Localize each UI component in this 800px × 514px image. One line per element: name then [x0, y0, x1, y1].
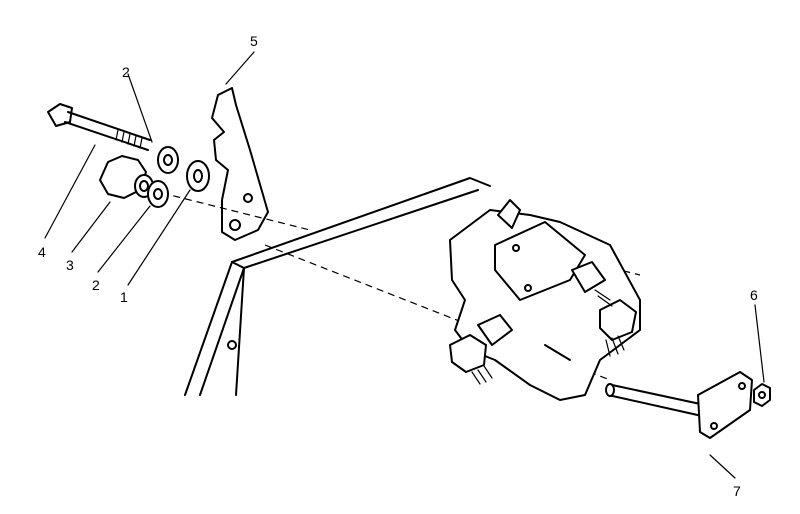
knob-part — [99, 155, 154, 199]
frame-hole — [227, 340, 237, 350]
callout-2-upper: 2 — [122, 64, 130, 80]
callout-4: 4 — [38, 244, 46, 260]
bolt-part — [47, 103, 151, 151]
leader-lines — [44, 51, 765, 479]
callout-3: 3 — [66, 257, 74, 273]
frame-panel — [184, 177, 491, 396]
washer-large — [186, 160, 210, 192]
pin-part — [605, 371, 753, 439]
callout-1: 1 — [120, 289, 128, 305]
washer-upper — [157, 146, 179, 174]
washer-lower — [147, 180, 169, 208]
bracket-part — [211, 87, 269, 241]
callout-7: 7 — [733, 483, 741, 499]
callout-5: 5 — [250, 33, 258, 49]
nut-part — [753, 383, 771, 407]
switch-assembly — [449, 199, 641, 401]
callout-6: 6 — [750, 287, 758, 303]
callout-2-lower: 2 — [92, 277, 100, 293]
